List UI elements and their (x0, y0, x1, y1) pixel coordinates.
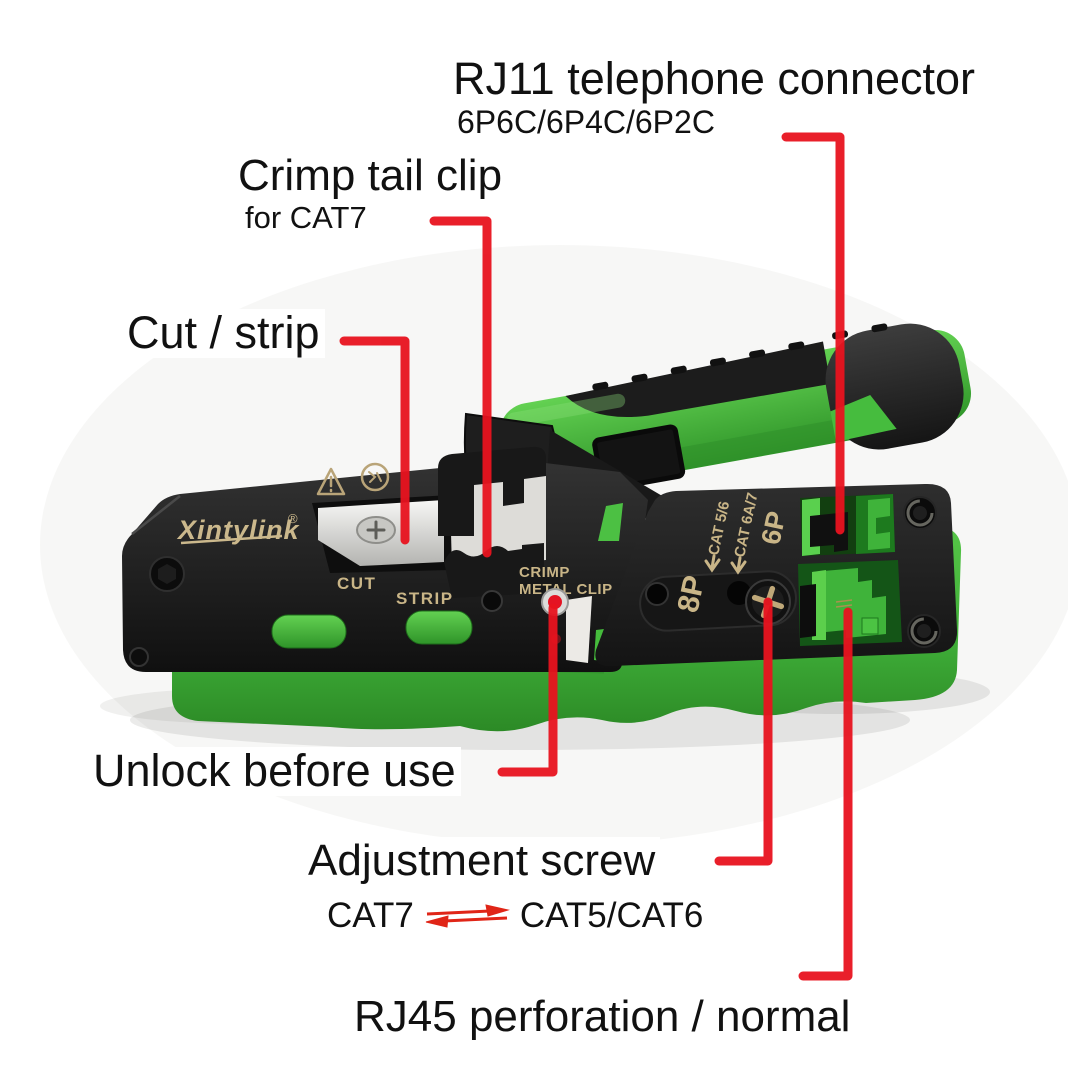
label-adjustment-screw: Adjustment screw (303, 837, 661, 885)
corner-bolt-bottom-center (917, 624, 931, 638)
label-cut-strip: Cut / strip (122, 309, 325, 358)
cut-marking: CUT (337, 574, 376, 593)
label-rj11-subtitle: 6P6C/6P4C/6P2C (452, 105, 720, 141)
label-crimp-tail-clip-sub: for CAT7 (240, 201, 372, 236)
label-rj11-title: RJ11 telephone connector (448, 55, 981, 104)
rj45-contacts (835, 599, 853, 608)
cat56-arrow-icon (704, 554, 721, 573)
brand-underline (180, 534, 283, 545)
warning-triangle-icon (316, 467, 346, 496)
plate-bevel (131, 495, 181, 535)
label-rj45: RJ45 perforation / normal (349, 993, 856, 1041)
rj45-die (800, 584, 816, 638)
crimp-marking-line2: METAL CLIP (519, 581, 613, 598)
rj45-slot (798, 560, 902, 646)
label-unlock: Unlock before use (88, 747, 461, 796)
lock-pin-hole (645, 582, 669, 606)
cat6a7-arrow-icon (730, 556, 747, 575)
label-crimp-tail-clip: Crimp tail clip (233, 152, 508, 200)
corner-bolt-top-center (913, 506, 927, 520)
hex-bolt-small (129, 647, 149, 667)
handle-highlight (506, 393, 626, 427)
crimp-marking-line1: CRIMP (519, 564, 570, 581)
port8-marking: 8P (672, 573, 712, 616)
adjustment-screw (745, 579, 791, 625)
green-sliver-top (598, 503, 623, 541)
grip-green-wedge (830, 395, 897, 442)
tool-right-plate: 8P 6P CAT 5/6 CAT 6A/7 (595, 483, 958, 667)
equilibrium-arrows-icon (425, 904, 510, 928)
c-clip-bottom (910, 617, 938, 645)
handle-black-stripe (565, 341, 831, 418)
brand-logo: Xintylink (176, 515, 301, 545)
green-oval-cutout-1 (271, 614, 347, 649)
c-clip-top (906, 499, 934, 527)
label-cat-switch: CAT7 CAT5/CAT6 (322, 896, 709, 936)
rj45-latch-tab (861, 617, 879, 635)
gap-wedge (566, 596, 592, 663)
hex-bolt-nut (158, 564, 176, 584)
strip-marking: STRIP (396, 589, 454, 608)
green-oval-cutout-2 (405, 610, 473, 645)
registered-mark: ® (288, 511, 298, 526)
plate-hole (481, 590, 503, 612)
rj11-6p-slot (800, 494, 895, 556)
label-cat7: CAT7 (327, 896, 414, 935)
label-cat5-cat6: CAT5/CAT6 (519, 896, 704, 935)
